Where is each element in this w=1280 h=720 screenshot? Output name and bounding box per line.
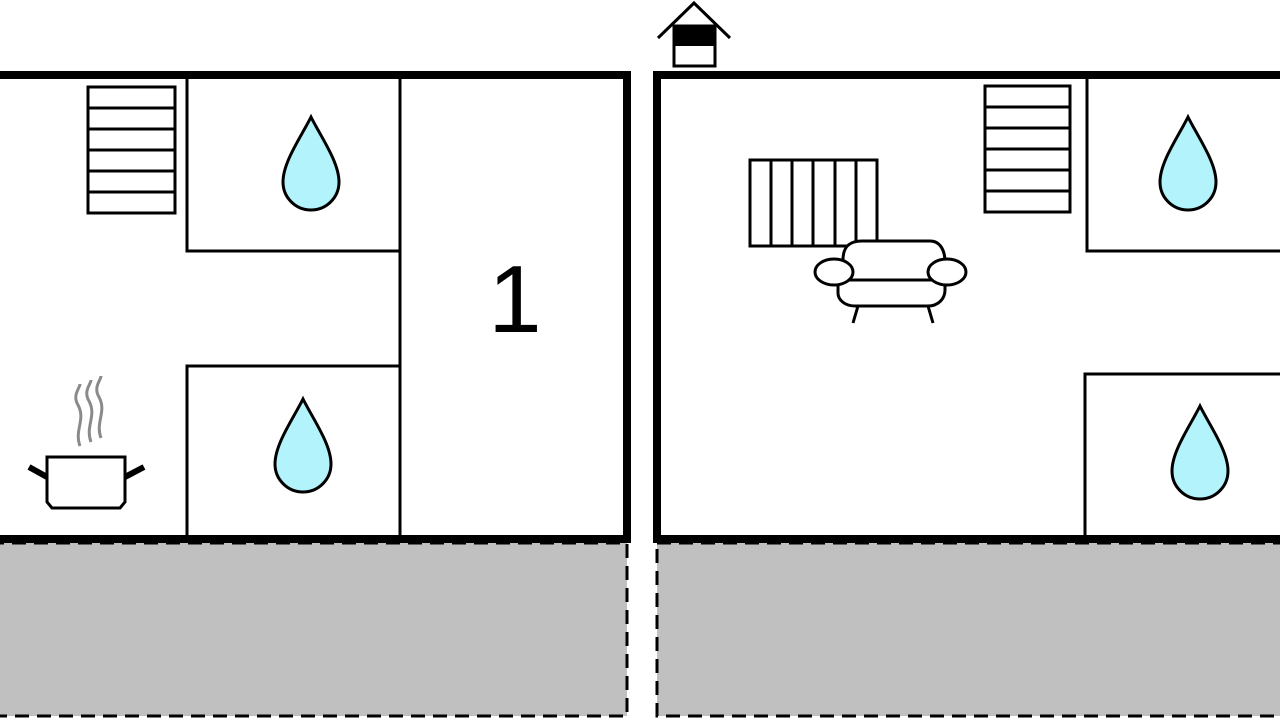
terrace-right bbox=[655, 541, 1280, 718]
water-drop-icon bbox=[281, 113, 341, 212]
entrance-house-icon bbox=[656, 0, 732, 68]
stairs-icon bbox=[86, 85, 177, 215]
water-drop-icon bbox=[1158, 113, 1218, 212]
cooking-pot-icon bbox=[27, 375, 146, 510]
terrace-left bbox=[0, 541, 629, 718]
room-number-label: 1 bbox=[488, 246, 541, 353]
water-drop-icon bbox=[273, 395, 333, 494]
stairs-icon bbox=[983, 84, 1072, 214]
interior-walls-right bbox=[1083, 75, 1280, 539]
sofa-icon bbox=[813, 239, 968, 324]
interior-walls-left bbox=[185, 75, 402, 539]
radiator-icon bbox=[748, 158, 879, 248]
water-drop-icon bbox=[1170, 402, 1230, 501]
